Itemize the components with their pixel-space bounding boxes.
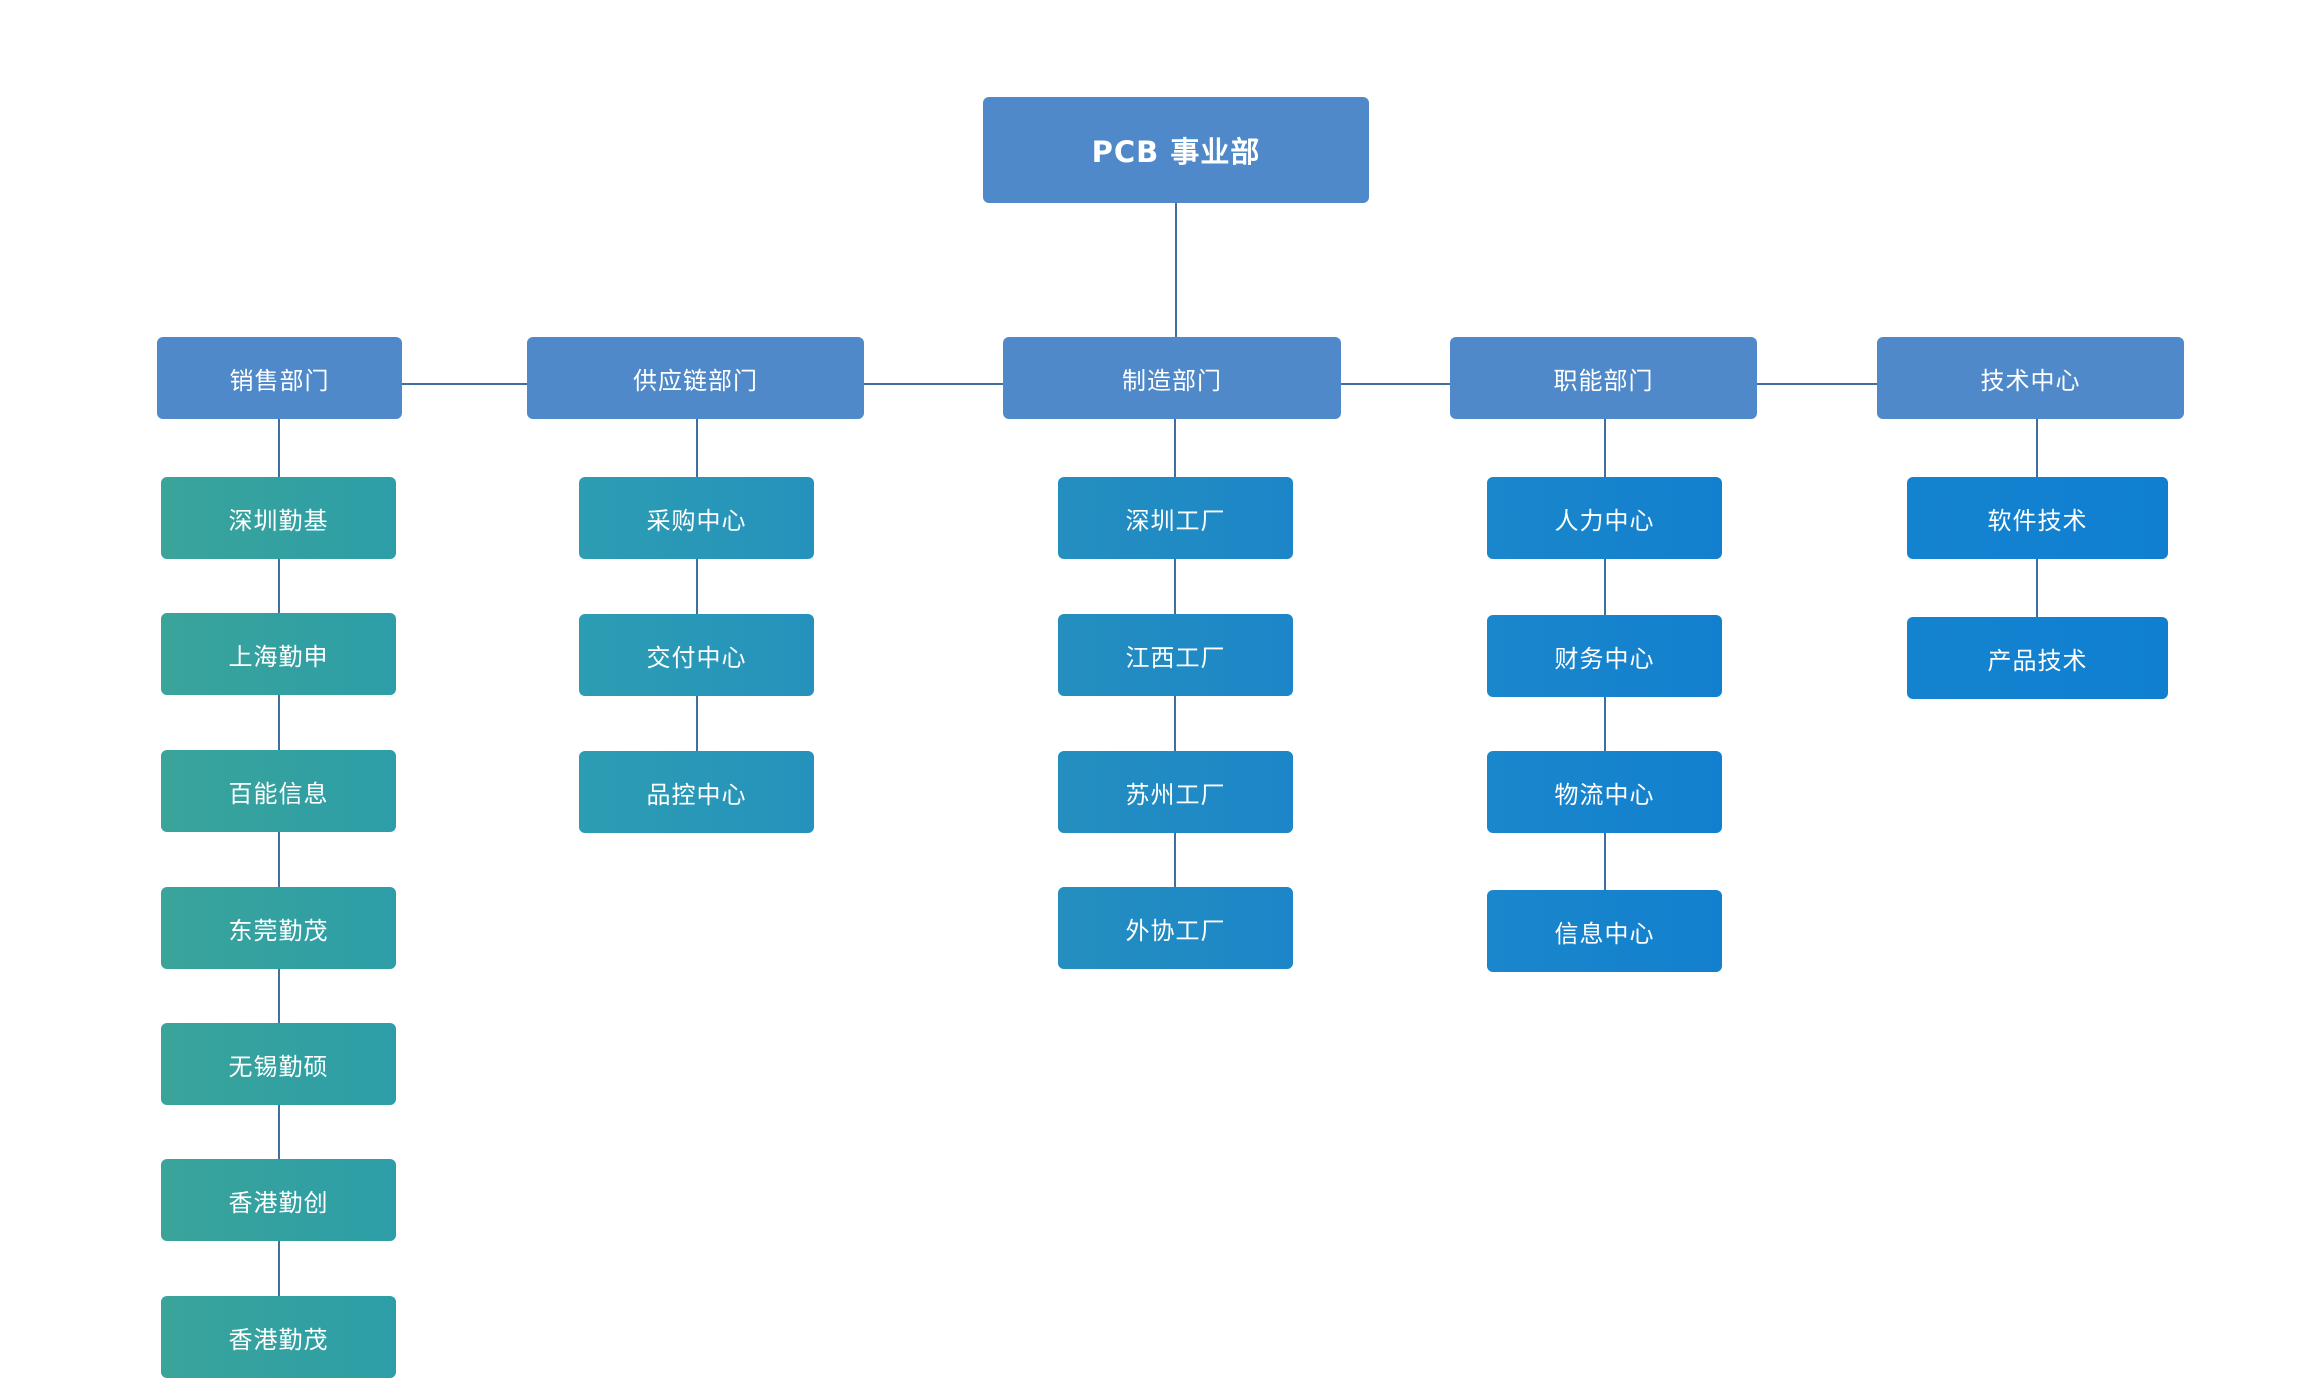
sales-unit-5[interactable]: 无锡勤硕 xyxy=(161,1023,396,1105)
supply-unit-2[interactable]: 交付中心 xyxy=(579,614,814,696)
sales-unit-3[interactable]: 百能信息 xyxy=(161,750,396,832)
sales-unit-1[interactable]: 深圳勤基 xyxy=(161,477,396,559)
function-unit-3[interactable]: 物流中心 xyxy=(1487,751,1722,833)
root-node[interactable]: PCB 事业部 xyxy=(983,97,1369,203)
sales-unit-2[interactable]: 上海勤申 xyxy=(161,613,396,695)
tech-unit-2[interactable]: 产品技术 xyxy=(1907,617,2168,699)
supply-unit-3[interactable]: 品控中心 xyxy=(579,751,814,833)
function-unit-4[interactable]: 信息中心 xyxy=(1487,890,1722,972)
tech-unit-1[interactable]: 软件技术 xyxy=(1907,477,2168,559)
dept-sales[interactable]: 销售部门 xyxy=(157,337,402,419)
factory-unit-3[interactable]: 苏州工厂 xyxy=(1058,751,1293,833)
factory-unit-4[interactable]: 外协工厂 xyxy=(1058,887,1293,969)
dept-tech-center[interactable]: 技术中心 xyxy=(1877,337,2184,419)
function-unit-2[interactable]: 财务中心 xyxy=(1487,615,1722,697)
supply-unit-1[interactable]: 采购中心 xyxy=(579,477,814,559)
dept-supply-chain[interactable]: 供应链部门 xyxy=(527,337,864,419)
sales-unit-7[interactable]: 香港勤茂 xyxy=(161,1296,396,1378)
dept-manufacturing[interactable]: 制造部门 xyxy=(1003,337,1341,419)
sales-unit-6[interactable]: 香港勤创 xyxy=(161,1159,396,1241)
dept-functional[interactable]: 职能部门 xyxy=(1450,337,1757,419)
function-unit-1[interactable]: 人力中心 xyxy=(1487,477,1722,559)
factory-unit-2[interactable]: 江西工厂 xyxy=(1058,614,1293,696)
factory-unit-1[interactable]: 深圳工厂 xyxy=(1058,477,1293,559)
sales-unit-4[interactable]: 东莞勤茂 xyxy=(161,887,396,969)
